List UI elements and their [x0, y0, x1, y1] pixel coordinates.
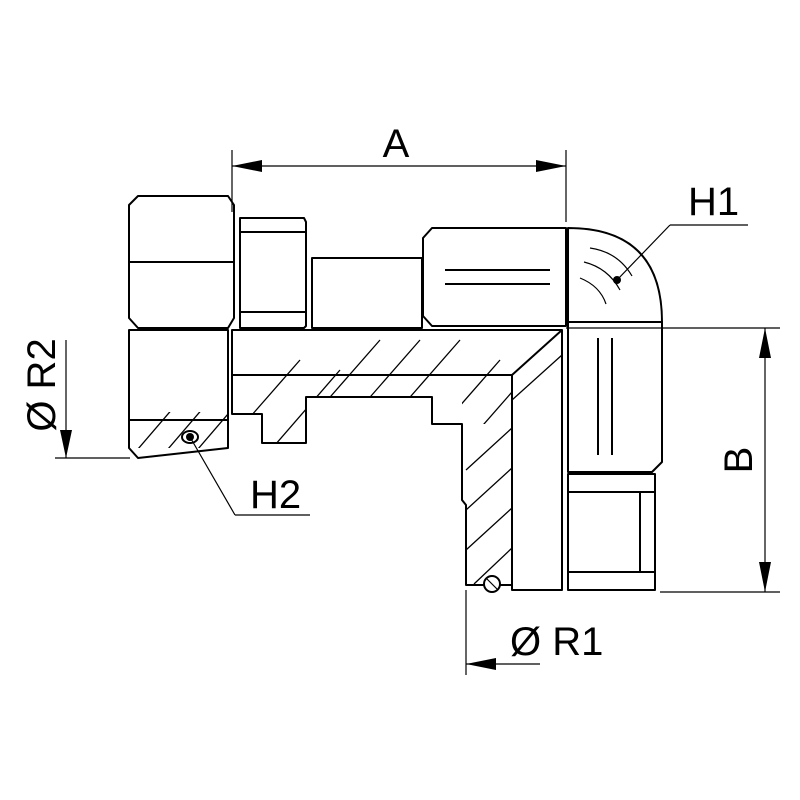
leader-h1-label: H1 [688, 180, 739, 224]
elbow-section [231, 329, 563, 593]
elbow-vertical [567, 321, 663, 591]
elbow-upper [422, 227, 663, 327]
dimension-r1-label: Ø R1 [510, 620, 603, 664]
leader-h2-label: H2 [250, 473, 301, 517]
dimension-r2: Ø R2 [20, 338, 130, 459]
dimension-r1: Ø R1 [465, 590, 603, 675]
dimension-b-label: B [717, 447, 761, 474]
dimension-a-label: A [383, 122, 410, 166]
swivel-nut [128, 195, 235, 459]
connector-collar [239, 217, 423, 329]
section-hatch-vertical [465, 427, 513, 585]
dimension-b: B [566, 327, 780, 593]
leader-h2: H2 [186, 433, 310, 517]
dimension-r2-label: Ø R2 [20, 338, 64, 431]
dimension-a: A [231, 122, 567, 222]
leader-h1: H1 [613, 180, 748, 284]
nut-hatch [132, 412, 228, 448]
